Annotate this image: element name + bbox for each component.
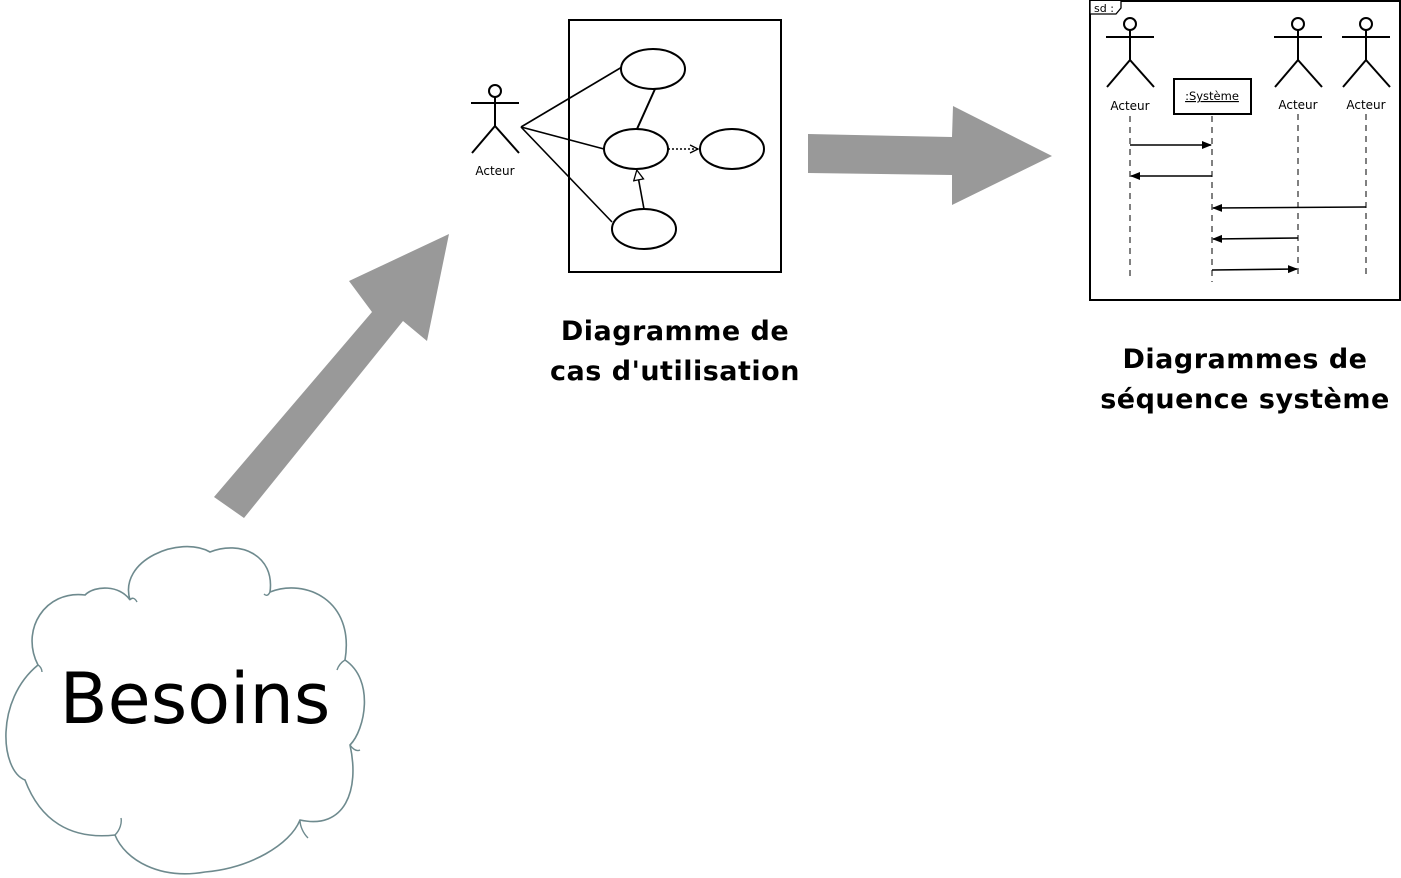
system-label: :Système — [1185, 89, 1239, 103]
message-arrow — [1212, 203, 1367, 212]
actor-icon — [1274, 17, 1323, 88]
system-lifeline-box — [1173, 78, 1252, 115]
lifelines — [1129, 114, 1367, 282]
message-arrow — [1212, 234, 1299, 243]
sd-actor-label: Acteur — [1346, 98, 1385, 112]
actor-icon — [1106, 17, 1155, 88]
sequence-caption: Diagrammes de séquence système — [1075, 340, 1401, 420]
actor-label: Acteur — [475, 164, 514, 178]
use-case-ellipse — [611, 208, 677, 250]
use-case-diagram: Acteur — [471, 19, 782, 273]
messages — [1130, 141, 1367, 274]
caption-line: Diagramme de — [560, 316, 790, 347]
use-case-caption: Diagramme de cas d'utilisation — [520, 312, 830, 392]
sequence-diagram: sd : Acteur :Système Acteur — [1089, 0, 1401, 301]
message-arrow — [1211, 265, 1298, 274]
sd-actor-label: Acteur — [1110, 99, 1149, 113]
sd-actor-label: Acteur — [1278, 98, 1317, 112]
caption-line: séquence système — [1100, 384, 1390, 415]
associations — [520, 66, 623, 223]
use-case-ellipse — [699, 128, 765, 170]
generalization-arrow — [637, 171, 645, 210]
arrow-usecase-to-sequence — [808, 106, 1052, 205]
sequence-frame — [1089, 0, 1401, 301]
cloud-inner-curves — [37, 591, 361, 839]
needs-label: Besoins — [60, 658, 331, 740]
caption-line: Diagrammes de — [1122, 344, 1368, 375]
needs-cloud: Besoins — [5, 545, 366, 875]
caption-line: cas d'utilisation — [550, 356, 800, 387]
use-case-ellipse — [603, 128, 669, 170]
arrow-needs-to-usecase — [214, 234, 449, 518]
actor-icon — [1342, 17, 1391, 88]
frame-label: sd : — [1094, 2, 1114, 15]
frame-label-tab — [1089, 1, 1122, 15]
use-case-link — [636, 88, 656, 130]
actor-icon — [471, 84, 520, 154]
cloud-shape — [5, 545, 366, 875]
use-case-ellipse — [620, 48, 686, 90]
